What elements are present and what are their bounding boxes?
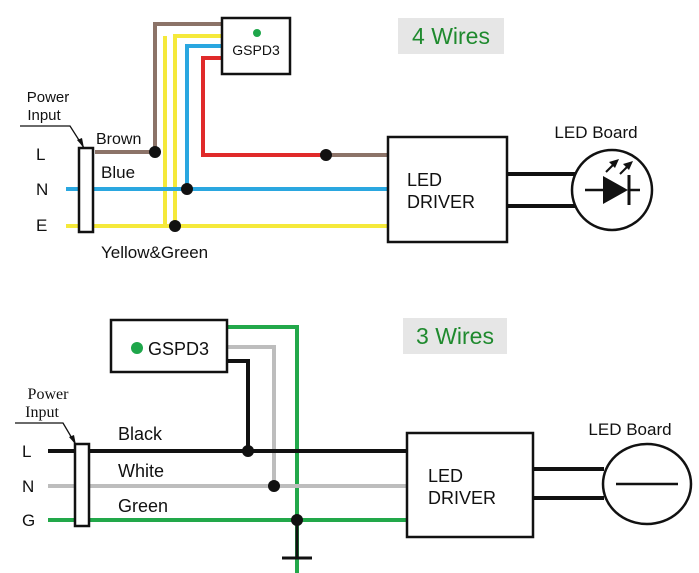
led-driver-box (405, 431, 535, 539)
title-background (403, 318, 507, 354)
blue-label: Blue (101, 163, 135, 182)
terminal-block (73, 442, 91, 528)
power-input-label-1: Power (27, 89, 70, 106)
red-wire (201, 56, 326, 157)
terminal-n-label: N (36, 180, 48, 199)
status-led-dot (253, 29, 261, 37)
ground-symbol (282, 520, 312, 560)
diagram-title: 4 Wires (412, 23, 490, 49)
junction-dot (291, 514, 303, 526)
junction-dot (169, 220, 181, 232)
junction-dot (242, 445, 254, 457)
gspd3-box (109, 318, 229, 374)
junction-dot (268, 480, 280, 492)
terminal-l-label: L (36, 145, 45, 164)
four-wire-diagram: 4 Wires GSPD (20, 16, 654, 262)
green-label: Green (118, 496, 168, 516)
blue-lead-wire (185, 44, 222, 189)
junction-dot (320, 149, 332, 161)
led-board-label: LED Board (588, 420, 671, 439)
pointer-arrowhead (69, 435, 76, 445)
terminal-block (77, 146, 95, 234)
led-driver-label-1: LED (407, 170, 442, 190)
status-led-dot (131, 342, 143, 354)
green-lead-wire (227, 325, 299, 573)
brown-label: Brown (96, 131, 141, 148)
black-lead-wire (227, 359, 250, 451)
junction-dot (149, 146, 161, 158)
led-driver-label-2: DRIVER (407, 192, 475, 212)
terminal-n-label: N (22, 477, 34, 496)
terminal-l-label: L (22, 442, 31, 461)
pointer-arrowhead (77, 138, 84, 148)
led-driver-box (386, 135, 509, 244)
gspd3-box (220, 16, 292, 76)
gspd3-label: GSPD3 (148, 339, 209, 359)
led-driver-label-2: DRIVER (428, 488, 496, 508)
grey-lead-wire (227, 345, 276, 486)
gspd3-label: GSPD3 (232, 42, 280, 58)
diode-icon (585, 159, 640, 205)
yellow-lead-wire (173, 34, 222, 226)
led-board-label: LED Board (554, 123, 637, 142)
junction-dot (181, 183, 193, 195)
three-wire-diagram: 3 Wires (15, 318, 693, 573)
power-input-label-1: Power (28, 386, 70, 403)
power-input-label-2: Input (27, 107, 61, 124)
yellow-green-label: Yellow&Green (101, 243, 208, 262)
power-input-label-2: Input (25, 404, 59, 421)
terminal-e-label: E (36, 216, 47, 235)
terminal-g-label: G (22, 511, 35, 530)
power-input-pointer (20, 125, 85, 149)
white-label: White (118, 461, 164, 481)
diagram-title: 3 Wires (416, 323, 494, 349)
black-label: Black (118, 424, 163, 444)
brown-wire (95, 22, 222, 154)
title-background (398, 18, 504, 54)
led-driver-label-1: LED (428, 466, 463, 486)
